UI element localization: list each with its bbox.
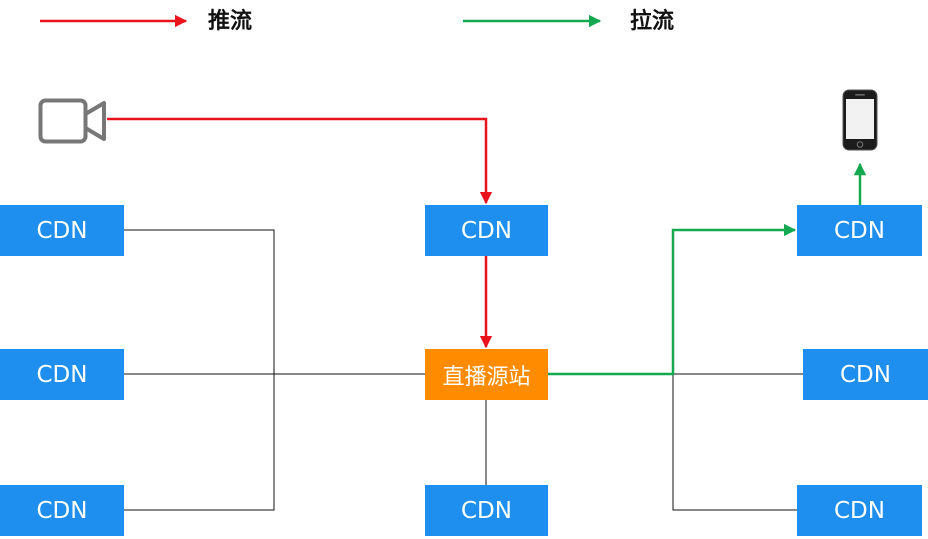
push-path-source-to-cdn	[107, 117, 493, 205]
link-right-bottom	[672, 374, 797, 511]
legend-pull-label: 拉流	[630, 9, 675, 34]
cdn-node-center-top: CDN	[425, 205, 548, 256]
link-left-bottom	[124, 374, 275, 511]
cdn-node-right-bottom: CDN	[797, 485, 922, 536]
cdn-node-center-bottom: CDN	[425, 485, 548, 536]
video-camera-icon	[38, 98, 106, 144]
cdn-node-right-top: CDN	[797, 205, 922, 256]
pull-path-origin-to-cdn	[548, 223, 797, 376]
cdn-node-left-top: CDN	[0, 205, 124, 256]
cdn-node-left-middle: CDN	[0, 349, 124, 400]
mobile-phone-icon	[842, 89, 878, 151]
origin-server-node: 直播源站	[425, 349, 548, 400]
legend-push-label: 推流	[208, 9, 253, 34]
cdn-node-left-bottom: CDN	[0, 485, 124, 536]
link-left-top	[124, 229, 275, 374]
cdn-node-right-middle: CDN	[803, 349, 928, 400]
